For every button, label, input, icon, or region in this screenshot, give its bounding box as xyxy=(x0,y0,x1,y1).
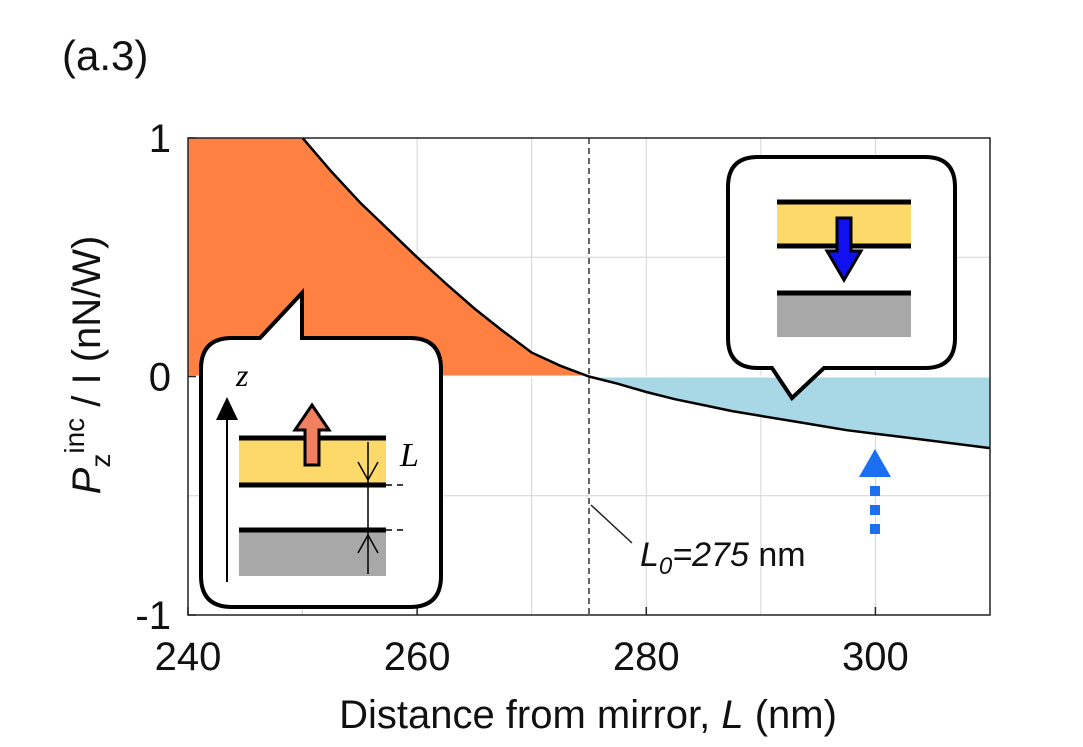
y-tick-label: 0 xyxy=(149,356,171,400)
y-axis-label-sub: z xyxy=(85,454,116,468)
dotted-arrow-dash xyxy=(870,486,880,496)
panel-label: (a.3) xyxy=(62,32,148,79)
up-arrow xyxy=(292,402,332,467)
x-tick-label: 280 xyxy=(613,635,680,679)
y-tick-label: 1 xyxy=(149,117,171,161)
gap-label: L xyxy=(399,437,419,474)
axis-ticks: 240 260 280 300 -1 0 1 xyxy=(135,117,908,679)
x-axis-label: Distance from mirror, L (nm) xyxy=(339,693,837,737)
y-tick-label: -1 xyxy=(135,594,171,638)
dotted-arrow-dash xyxy=(870,505,880,515)
y-axis-label-sup: inc xyxy=(59,418,90,454)
inset-right xyxy=(726,155,957,402)
dotted-arrow-dash xyxy=(870,524,880,534)
y-axis-label: Pzinc / I (nN/W) xyxy=(59,236,116,495)
l0-leader-line xyxy=(590,504,633,544)
y-axis-label-var: P xyxy=(65,467,109,494)
x-axis-label-unit: (nm) xyxy=(744,693,837,737)
negative-force-region xyxy=(589,376,990,449)
z-axis-arrowhead xyxy=(216,397,238,420)
inset-left: z L xyxy=(199,287,443,609)
l0-label-sub: 0 xyxy=(659,553,673,580)
dotted-up-arrow xyxy=(859,449,891,534)
l0-label-unit: nm xyxy=(749,536,806,574)
z-axis-label: z xyxy=(235,357,249,393)
mirror-substrate-right xyxy=(777,294,911,337)
x-tick-label: 240 xyxy=(155,635,222,679)
l0-label: L0=275 nm xyxy=(640,536,806,580)
force-curve xyxy=(301,137,991,450)
x-tick-label: 300 xyxy=(842,635,909,679)
y-axis-label-rest: / I (nN/W) xyxy=(65,236,109,418)
x-tick-label: 260 xyxy=(384,635,451,679)
dotted-arrow-head xyxy=(859,449,891,477)
gap-arrow-top xyxy=(357,461,379,482)
x-axis-label-var: L xyxy=(721,693,743,737)
mirror-substrate-left xyxy=(239,531,386,576)
x-axis-label-text: Distance from mirror, xyxy=(339,693,721,737)
gap-arrow-bottom xyxy=(357,533,379,554)
l0-label-var: L xyxy=(640,536,659,574)
down-arrow xyxy=(824,216,864,283)
l0-label-eq: =275 xyxy=(672,536,749,574)
